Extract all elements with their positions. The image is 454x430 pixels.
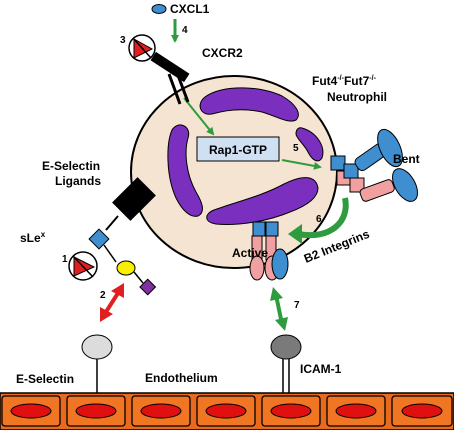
cxcr2-prong-right	[174, 69, 190, 103]
cxcr2-prong-left	[167, 73, 182, 105]
endothelium-layer	[0, 392, 454, 430]
icam1-receptor	[270, 334, 302, 393]
bent-blue-square-2	[343, 163, 359, 179]
step-1-label: 1	[62, 254, 68, 265]
icam1-label: ICAM-1	[300, 362, 342, 376]
cxcr2-to-rap1-arrow	[183, 97, 215, 136]
rap1-gtp-label: Rap1-GTP	[209, 143, 267, 157]
slex-blue-square	[88, 228, 110, 250]
nucleus-lobe-bottom	[206, 177, 319, 225]
step-3-label: 3	[120, 35, 126, 46]
cxcr2-label: CXCR2	[202, 46, 243, 60]
endothelial-nucleus	[205, 403, 247, 419]
endothelial-nucleus	[75, 403, 117, 419]
inhibitor-1-icon	[68, 251, 98, 281]
step-6-arrowhead	[288, 224, 302, 244]
e-selectin-label: E-Selectin	[16, 372, 74, 386]
e-selectin-receptor	[81, 334, 113, 393]
endothelial-nucleus	[401, 403, 443, 419]
step-7-arrow	[270, 287, 288, 331]
endothelial-nucleus	[335, 403, 377, 419]
step-5-label: 5	[293, 143, 299, 154]
endothelial-nucleus	[270, 403, 312, 419]
genotype-label: Fut4-/-Fut7-/-	[312, 74, 377, 88]
active-blue-square-1	[252, 221, 266, 237]
e-selectin-ligands-label-1: E-Selectin	[42, 159, 100, 173]
ligand-linker	[105, 215, 119, 231]
cxcr2-receptor	[150, 51, 190, 105]
inhibitor-3-icon	[128, 34, 156, 62]
step-4-label: 4	[182, 25, 188, 36]
bent-blue-head	[377, 128, 403, 168]
bent-integrin	[330, 128, 418, 202]
bent-blue-lower-head	[392, 168, 418, 202]
e-selectin-ligand	[88, 177, 157, 296]
active-integrin	[249, 221, 289, 281]
step-2-arrow	[100, 283, 124, 322]
endothelium-label: Endothelium	[145, 371, 218, 385]
rap1-gtp-box	[196, 136, 280, 162]
bent-label: Bent	[393, 152, 420, 166]
e-selectin-head	[81, 334, 113, 360]
ligand-core-block	[112, 177, 156, 221]
bent-pink-square-2	[349, 177, 365, 193]
endothelial-nucleus	[10, 403, 52, 419]
active-blue-square-2	[265, 221, 279, 237]
neutrophil-label: Neutrophil	[327, 90, 387, 104]
slex-label: sLex	[20, 230, 46, 245]
bent-pink-leg	[359, 179, 395, 202]
step-6-label: 6	[316, 214, 322, 225]
icam1-head	[270, 334, 302, 360]
step-6-curved-arrow	[297, 197, 349, 239]
nucleus-lobe-left	[167, 124, 203, 217]
slex-yellow-circle	[116, 260, 136, 276]
rap1-to-integrin-arrow	[281, 159, 322, 170]
cxcr2-bar	[150, 51, 190, 83]
active-blue-head	[271, 248, 289, 280]
slex-link-yellow	[103, 244, 117, 263]
step-7-label: 7	[294, 300, 300, 311]
slex-purple-diamond	[139, 278, 157, 296]
active-label: Active	[232, 246, 268, 260]
bent-blue-square-1	[330, 155, 346, 171]
endothelial-nucleus	[140, 403, 182, 419]
slex-link-purple	[133, 271, 144, 284]
endothelial-cells	[1, 395, 453, 427]
cxcl1-label: CXCL1	[170, 2, 210, 16]
step-2-label: 2	[100, 290, 106, 301]
e-selectin-ligands-label-2: Ligands	[55, 174, 101, 188]
active-pink-foot-left	[249, 255, 265, 281]
cxcl1-ligand	[151, 4, 167, 14]
nucleus-lobe-right	[295, 127, 324, 162]
neutrophil-nucleus	[167, 87, 324, 225]
nucleus-lobe-top	[199, 87, 299, 122]
